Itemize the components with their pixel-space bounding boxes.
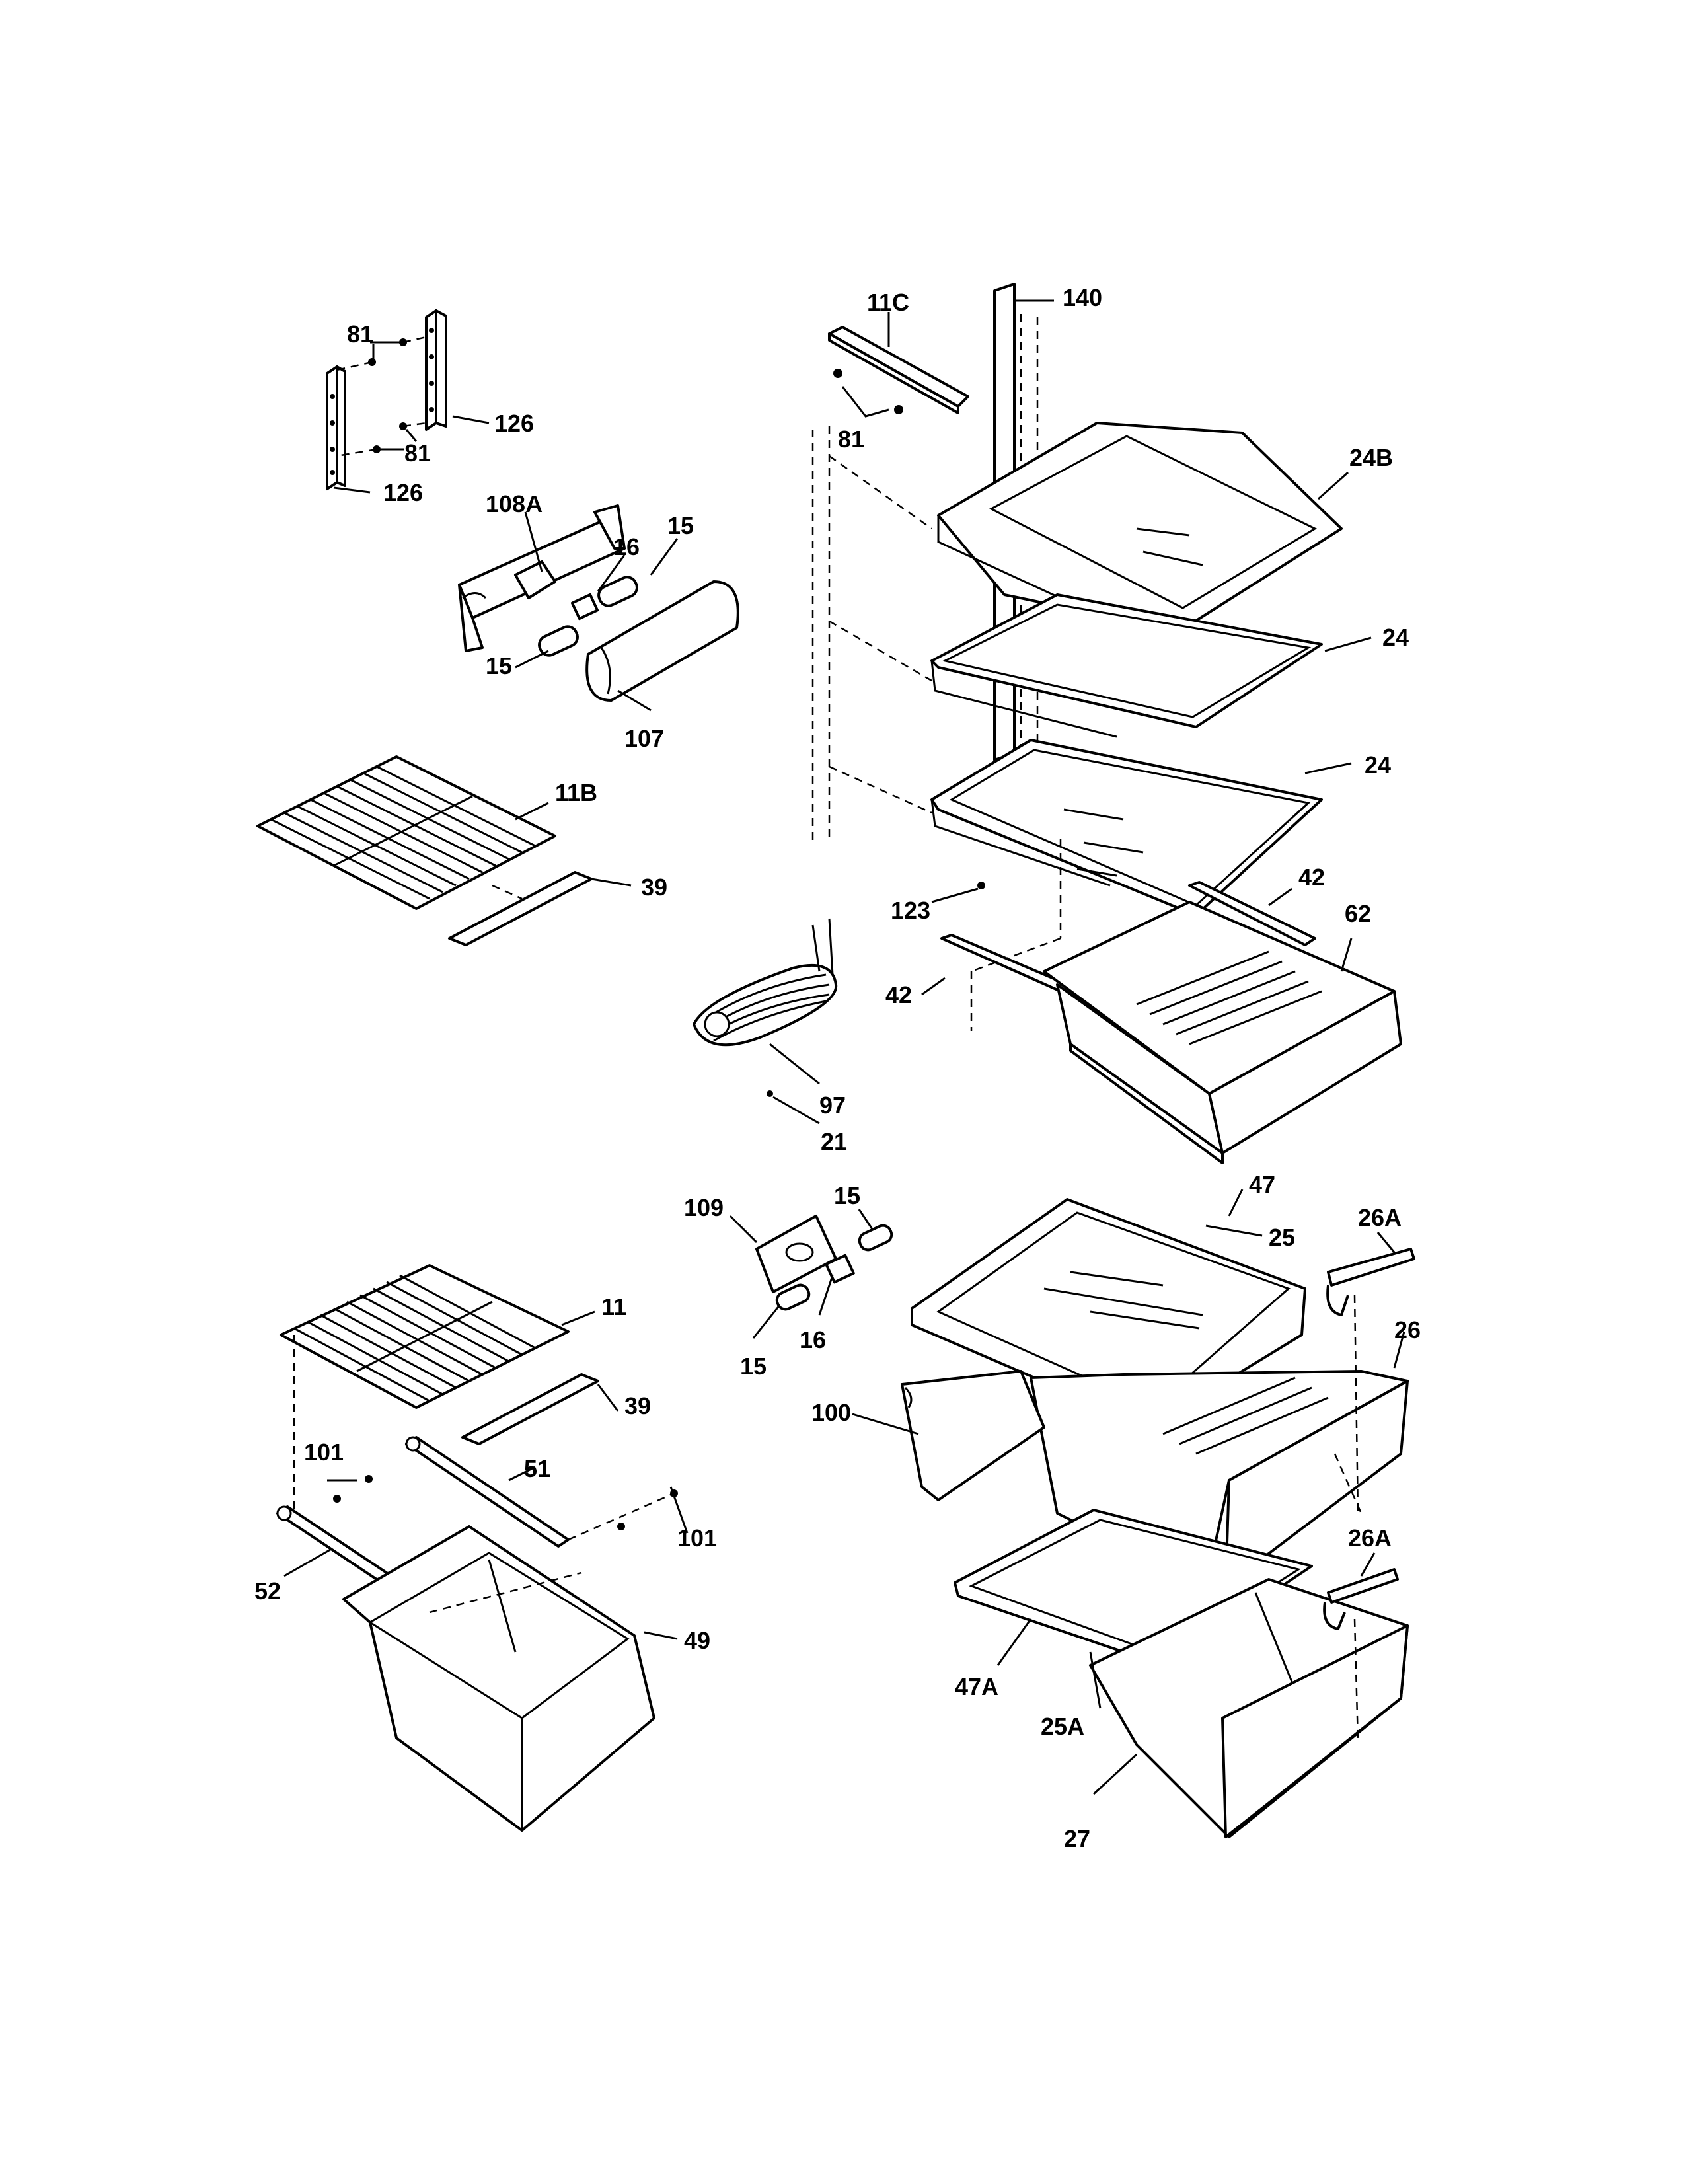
screw-123 [931, 882, 985, 903]
screw-21 [767, 1090, 773, 1097]
label-47: 47 [1249, 1171, 1275, 1198]
label-81-top: 81 [347, 320, 373, 348]
label-25A: 25A [1041, 1713, 1084, 1740]
label-51: 51 [524, 1455, 550, 1482]
shelf-support-11C [828, 326, 969, 414]
crisper-drawer-62 [1043, 901, 1402, 1164]
glass-shelf-24-lower [930, 739, 1352, 917]
label-101-right: 101 [677, 1525, 717, 1552]
label-24B: 24B [1349, 444, 1393, 471]
label-81-mid: 81 [404, 439, 431, 467]
label-47A: 47A [955, 1673, 998, 1700]
label-11: 11 [601, 1293, 626, 1320]
coil-97 [693, 918, 838, 1047]
label-107: 107 [624, 725, 664, 752]
label-52: 52 [254, 1577, 281, 1604]
bulb-15-mid-right [858, 1224, 893, 1252]
trim-39-top [448, 871, 593, 946]
glass-shelf-24-upper [930, 593, 1372, 738]
glass-shelf-24B [937, 422, 1349, 632]
label-123: 123 [891, 897, 930, 924]
label-15-top-right: 15 [667, 512, 694, 539]
label-49: 49 [684, 1627, 710, 1654]
bracket-126-right [425, 309, 447, 431]
bulb-15-top-right [597, 576, 638, 607]
screws-81-top [336, 336, 427, 457]
bracket-126-left [326, 365, 346, 490]
socket-16-mid [825, 1254, 855, 1284]
crisper-drawer-27 [1089, 1578, 1409, 1838]
wire-shelf-11B [256, 755, 556, 910]
label-81-right: 81 [838, 426, 864, 453]
label-100: 100 [811, 1399, 851, 1426]
bracket-26A-bottom [1323, 1568, 1399, 1630]
screws-81-right [833, 369, 903, 414]
label-42-left: 42 [885, 981, 912, 1008]
label-24-lower: 24 [1365, 751, 1391, 778]
label-15-mid-bottom: 15 [740, 1353, 767, 1380]
label-140: 140 [1063, 284, 1102, 311]
label-11C: 11C [867, 289, 909, 316]
bulb-15-mid-left [775, 1283, 811, 1311]
label-97: 97 [819, 1092, 846, 1119]
label-42-top: 42 [1298, 864, 1325, 891]
label-26: 26 [1394, 1316, 1421, 1343]
label-16-top: 16 [613, 533, 640, 560]
rail-51 [405, 1436, 570, 1548]
label-26A-bottom: 26A [1348, 1525, 1392, 1552]
label-15-mid-top: 15 [834, 1182, 860, 1209]
label-126-top: 126 [494, 410, 534, 437]
socket-16-top [570, 593, 599, 621]
bin-49 [342, 1525, 655, 1832]
label-62: 62 [1345, 900, 1371, 927]
screws-101-right [568, 1489, 678, 1541]
wire-shelf-11 [280, 1264, 570, 1409]
label-109: 109 [684, 1194, 724, 1221]
label-25: 25 [1269, 1224, 1295, 1251]
screws-101-left [333, 1475, 373, 1503]
bracket-26A-top [1326, 1248, 1415, 1316]
label-108A: 108A [486, 490, 543, 517]
label-27: 27 [1064, 1825, 1090, 1852]
label-24-upper: 24 [1382, 624, 1409, 651]
label-16-mid: 16 [800, 1326, 826, 1353]
part-labels: 81 126 81 126 108A 16 15 15 107 11B 39 1… [254, 284, 1421, 1852]
label-15-top-left: 15 [486, 652, 512, 679]
label-11B: 11B [555, 779, 597, 806]
light-housing-109 [755, 1215, 837, 1293]
label-39-top: 39 [641, 874, 667, 901]
rail-left [811, 426, 932, 843]
label-26A-top: 26A [1358, 1204, 1402, 1231]
light-housing-108A [458, 504, 626, 652]
light-cover-107 [585, 580, 739, 702]
label-39-bottom: 39 [624, 1392, 651, 1419]
panel-100 [901, 1370, 1045, 1501]
trim-39-bottom [461, 1373, 599, 1445]
label-21: 21 [821, 1128, 847, 1155]
bulb-15-top-left [538, 625, 579, 657]
label-101-left: 101 [304, 1439, 344, 1466]
label-126-bottom: 126 [383, 479, 423, 506]
